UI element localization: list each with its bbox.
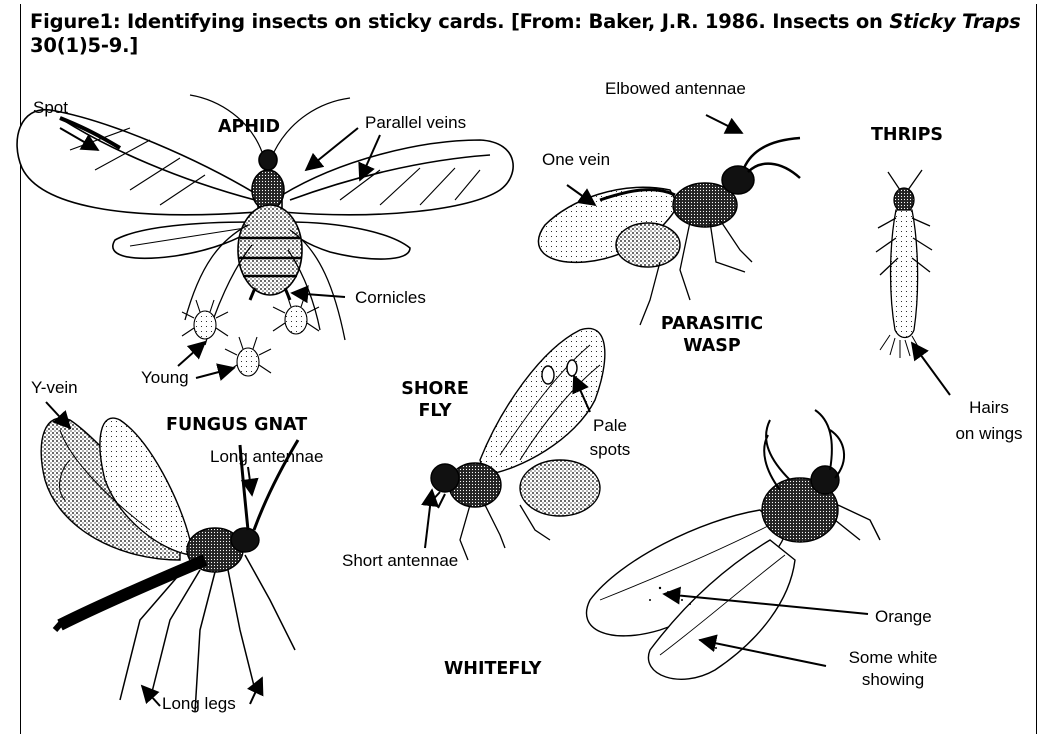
shore-fly-line-1: SHORE [395,378,475,400]
insect-name-shore-fly: SHORE FLY [395,378,475,422]
label-orange: Orange [875,607,932,627]
label-spot: Spot [33,98,68,118]
pale-spots-line-1: Pale [578,416,642,436]
insect-name-whitefly: WHITEFLY [444,658,541,680]
some-white-line-2: showing [828,670,958,690]
parasitic-wasp-line-1: PARASITIC [652,313,772,335]
hairs-line-2: on wings [944,424,1034,444]
insect-name-aphid: APHID [218,116,280,138]
label-elbowed-antennae: Elbowed antennae [605,79,746,99]
parasitic-wasp-line-2: WASP [652,335,772,357]
insect-name-fungus-gnat: FUNGUS GNAT [166,414,307,436]
label-hairs-on-wings: Hairs on wings [944,398,1034,444]
label-one-vein: One vein [542,150,610,170]
some-white-line-1: Some white [828,648,958,668]
label-pale-spots: Pale spots [578,416,642,460]
insect-name-thrips: THRIPS [871,124,943,146]
label-some-white-showing: Some white showing [828,648,958,690]
pale-spots-line-2: spots [578,440,642,460]
shore-fly-line-2: FLY [395,400,475,422]
label-y-vein: Y-vein [31,378,78,398]
hairs-line-1: Hairs [944,398,1034,418]
thrips-drawing [876,170,932,358]
label-young: Young [141,368,189,388]
label-long-antennae: Long antennae [210,447,323,467]
label-parallel-veins: Parallel veins [365,113,466,133]
label-long-legs: Long legs [162,694,236,714]
insect-name-parasitic-wasp: PARASITIC WASP [652,313,772,357]
label-short-antennae: Short antennae [342,551,458,571]
label-cornicles: Cornicles [355,288,426,308]
aphid-young [182,295,319,376]
